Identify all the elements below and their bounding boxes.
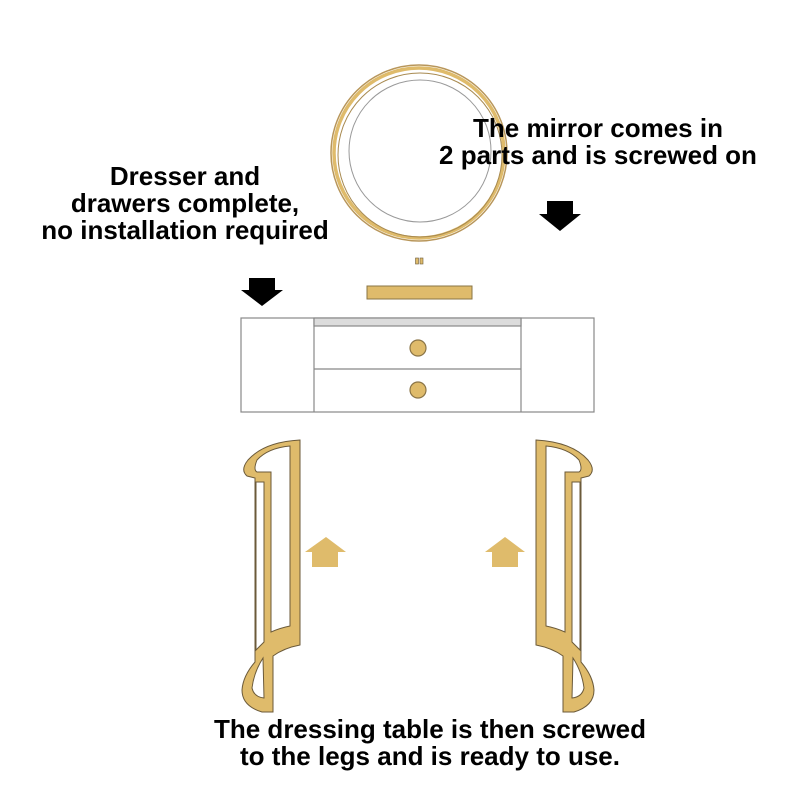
left-leg bbox=[241, 439, 301, 713]
caption-line: no installation required bbox=[41, 215, 329, 245]
caption-line: The dressing table is then screwed bbox=[213, 714, 647, 744]
drawer-knob bbox=[409, 339, 427, 357]
mirror-connector bbox=[415, 257, 424, 265]
caption-line: 2 parts and is screwed on bbox=[439, 140, 757, 170]
caption-line: Dresser and bbox=[109, 161, 261, 191]
down-arrow-icon bbox=[539, 201, 581, 231]
mirror-caption: The mirror comes in 2 parts and is screw… bbox=[400, 115, 796, 169]
right-leg bbox=[535, 439, 595, 713]
caption-line: drawers complete, bbox=[70, 188, 300, 218]
down-arrow-icon bbox=[241, 278, 283, 306]
up-arrow-icon bbox=[485, 537, 525, 567]
mirror-base-bar bbox=[366, 285, 473, 300]
dresser bbox=[240, 317, 595, 413]
caption-line: The mirror comes in bbox=[473, 113, 723, 143]
legs-caption: The dressing table is then screwed to th… bbox=[130, 716, 730, 770]
up-arrow-icon bbox=[305, 537, 346, 567]
drawer-knob bbox=[409, 381, 427, 399]
caption-line: to the legs and is ready to use. bbox=[240, 741, 620, 771]
dresser-caption: Dresser and drawers complete, no install… bbox=[0, 163, 370, 244]
round-mirror bbox=[330, 64, 508, 242]
